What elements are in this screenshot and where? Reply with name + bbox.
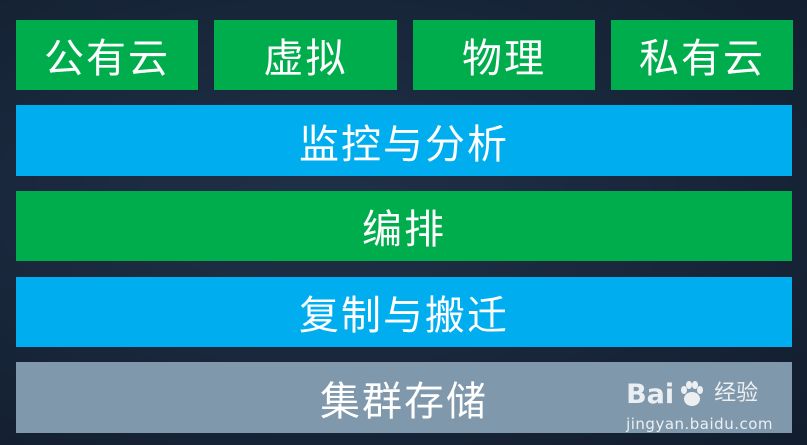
physical-box: 物理 xyxy=(413,20,595,90)
watermark-brand-right: 经验 xyxy=(714,381,759,406)
monitoring-analysis-layer: 监控与分析 xyxy=(16,105,792,176)
public-cloud-box: 公有云 xyxy=(16,20,198,90)
cluster-storage-layer: 集群存储 xyxy=(16,362,792,433)
orchestration-layer: 编排 xyxy=(16,191,792,261)
watermark-brand-left: Bai xyxy=(626,378,675,410)
baidu-jingyan-watermark: Bai 经验 jingyan.baidu.com xyxy=(626,378,773,434)
virtual-box: 虚拟 xyxy=(214,20,397,90)
paw-icon xyxy=(681,381,704,406)
watermark-url: jingyan.baidu.com xyxy=(626,415,773,433)
replication-migration-layer: 复制与搬迁 xyxy=(16,277,792,347)
private-cloud-box: 私有云 xyxy=(611,20,793,90)
